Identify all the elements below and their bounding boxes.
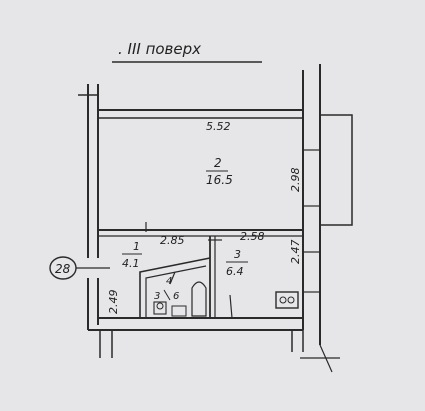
bathroom-fixtures (153, 281, 299, 317)
dimension-top: 5.52 (206, 120, 231, 133)
interior-walls (98, 222, 303, 319)
room-1-area: 4.1 (122, 257, 140, 270)
room-3-area: 6.4 (226, 265, 244, 278)
dimension-room3-width: 2.58 (240, 230, 265, 243)
dimension-right-lower: 2.47 (289, 240, 302, 265)
bathtub-icon (191, 281, 207, 317)
dimension-room1-width: 2.85 (160, 234, 185, 247)
sink-icon (171, 305, 187, 317)
room-5-number: 3 (154, 291, 160, 302)
dimension-left-lower: 2.49 (107, 290, 120, 315)
dimension-right-upper: 2.98 (289, 168, 302, 193)
toilet-icon (153, 301, 167, 315)
room-2-area: 16.5 (206, 173, 233, 187)
room-3-number: 3 (234, 248, 241, 261)
stove-icon (275, 291, 299, 309)
outer-walls (78, 64, 353, 373)
room-2-number: 2 (214, 156, 222, 170)
floor-title: . III поверх (118, 40, 201, 58)
room-1-number: 1 (133, 240, 140, 253)
apartment-number: 28 (55, 262, 71, 276)
room-5-area: 6 (173, 291, 179, 302)
room-4-number: 4 (166, 276, 172, 287)
